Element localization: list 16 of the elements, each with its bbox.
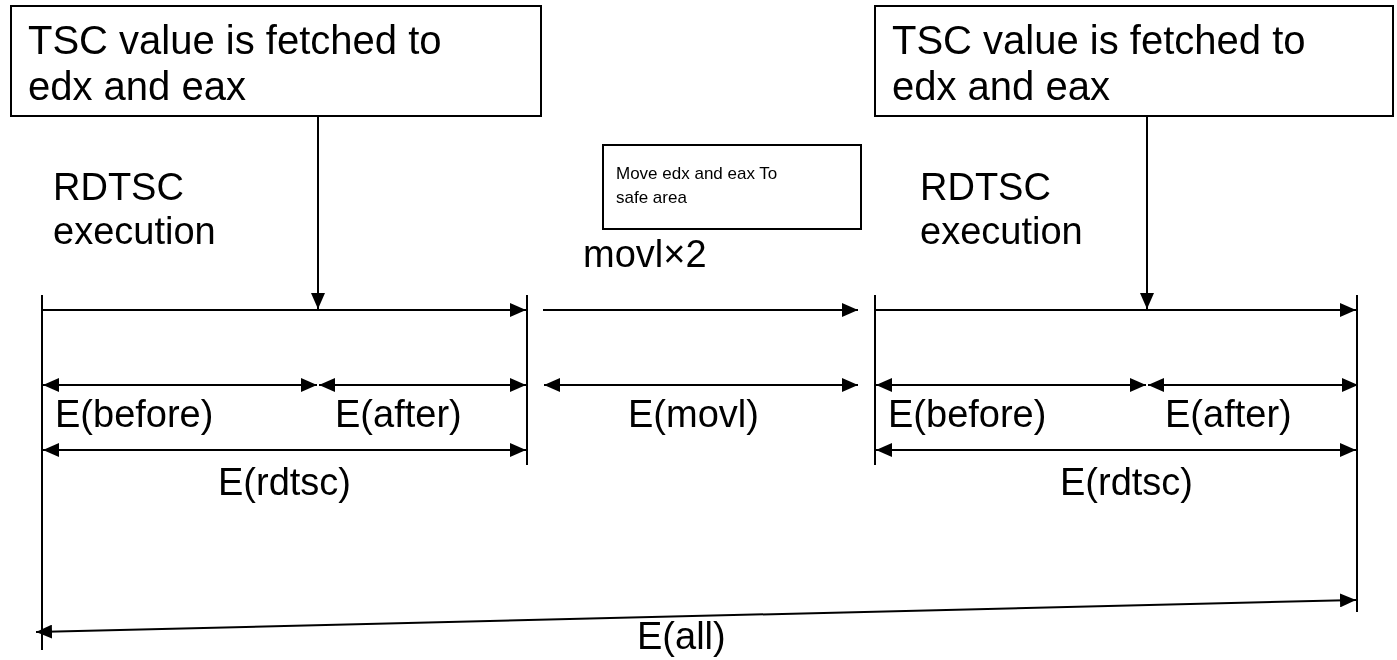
process-label: RDTSC execution xyxy=(53,165,217,253)
dimension-label: E(movl) xyxy=(628,392,759,436)
arrow xyxy=(1140,116,1154,310)
dimension-label: E(rdtsc) xyxy=(218,460,351,504)
arrow xyxy=(311,116,325,310)
process-label: RDTSC execution xyxy=(920,165,1084,253)
instruction-label: movl×2 xyxy=(583,232,707,276)
text-box: Move edx and eax To safe area xyxy=(602,144,862,230)
dimension-label: E(after) xyxy=(335,392,462,436)
dimension-label: E(before) xyxy=(888,392,1047,436)
dimension-label: E(after) xyxy=(1165,392,1292,436)
dimension-label: E(all) xyxy=(637,614,726,658)
dimension-label: E(before) xyxy=(55,392,214,436)
text-box: TSC value is fetched to edx and eax xyxy=(874,5,1394,117)
dimension-label: E(rdtsc) xyxy=(1060,460,1193,504)
text-box: TSC value is fetched to edx and eax xyxy=(10,5,542,117)
